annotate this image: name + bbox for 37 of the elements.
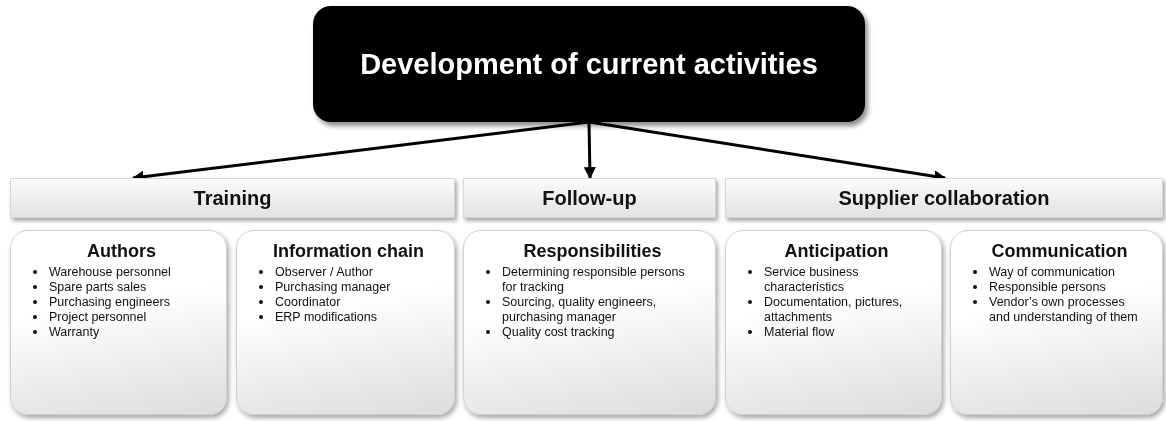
bullet-item: Spare parts sales (49, 280, 147, 294)
arrow (583, 121, 596, 180)
bullet-item: Determining responsible persons for tracking (502, 265, 685, 294)
bullet-item: Service business characteristics (764, 265, 859, 294)
card-heading: Communication (990, 241, 1129, 262)
bullet-item: ERP modifications (275, 310, 377, 324)
bullet-item: Coordinator (275, 295, 341, 309)
bullet-item: Sourcing, quality engineers, purchasing manager (502, 295, 657, 324)
card-heading: Authors (86, 241, 157, 262)
category-card (236, 230, 455, 415)
section-title: Training (193, 186, 272, 210)
section-banner (463, 178, 716, 218)
card-heading: Responsibilities (522, 241, 663, 262)
category-card (10, 230, 227, 415)
bullet-item: Responsible persons (989, 280, 1106, 294)
section-title: Supplier collaboration (838, 186, 1050, 210)
bullet-item: Material flow (764, 325, 835, 339)
bullet-item: Warranty (49, 325, 100, 339)
card-heading: Anticipation (783, 241, 890, 262)
bullet-item: Vendor’s own processes and understanding of them (989, 295, 1138, 324)
category-card (950, 230, 1163, 415)
title-box (313, 6, 865, 122)
section-banner (725, 178, 1163, 218)
category-card (463, 230, 716, 415)
bullet-item: Project personnel (49, 310, 147, 324)
bullet-item: Warehouse personnel (49, 265, 171, 279)
bullet-item: Purchasing manager (275, 280, 391, 294)
bullet-item: Documentation, pictures, attachments (764, 295, 903, 324)
bullet-item: Observer / Author (275, 265, 373, 279)
title-text: Development of current activities (360, 47, 818, 81)
category-card (725, 230, 942, 415)
card-heading: Information chain (272, 241, 425, 262)
section-title: Follow-up (542, 186, 637, 210)
bullet-item: Purchasing engineers (49, 295, 170, 309)
section-banner (10, 178, 455, 218)
bullet-item: Way of communication (989, 265, 1115, 279)
bullet-item: Quality cost tracking (502, 325, 615, 339)
